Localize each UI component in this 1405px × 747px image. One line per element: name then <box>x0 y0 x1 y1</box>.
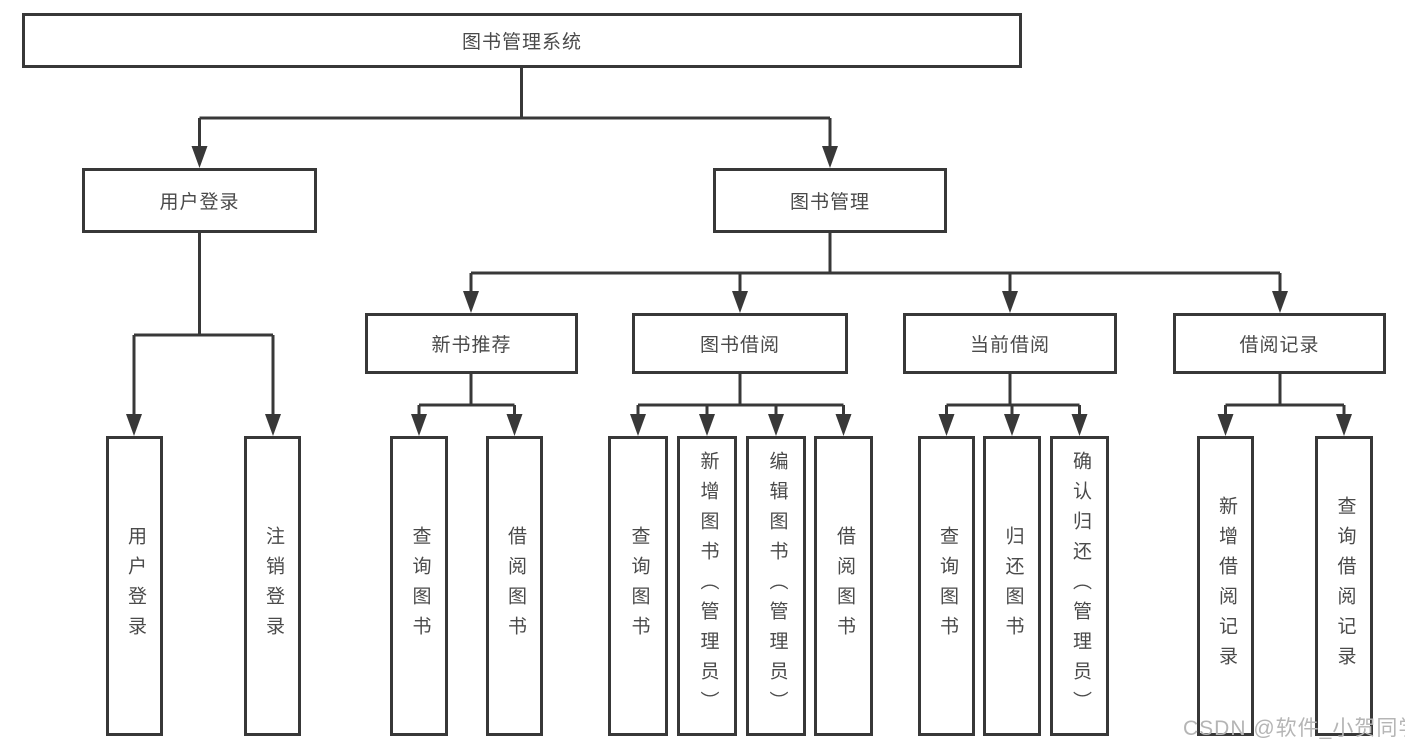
node-label: 查询图书 <box>936 526 958 646</box>
node-label: 用户登录 <box>124 526 146 646</box>
node-library-system: 图书管理系统 <box>22 13 1022 68</box>
node-label: 确认归还（管理员） <box>1069 451 1091 721</box>
leaf-query-books-borrowing: 查询图书 <box>608 436 668 736</box>
node-label: 借阅图书 <box>504 526 526 646</box>
leaf-query-borrow-record: 查询借阅记录 <box>1315 436 1373 736</box>
node-label: 借阅记录 <box>1239 335 1320 356</box>
node-user-login: 用户登录 <box>82 168 317 233</box>
node-label: 查询图书 <box>409 526 431 646</box>
node-label: 当前借阅 <box>969 335 1050 356</box>
node-label: 借阅图书 <box>833 526 855 646</box>
node-label: 用户登录 <box>159 192 240 213</box>
node-label: 图书管理 <box>789 192 870 213</box>
node-label: 新增借阅记录 <box>1215 496 1237 676</box>
leaf-borrow-books-borrowing: 借阅图书 <box>814 436 873 736</box>
node-label: 注销登录 <box>262 526 284 646</box>
leaf-query-books-recommend: 查询图书 <box>390 436 448 736</box>
leaf-add-borrow-record: 新增借阅记录 <box>1197 436 1254 736</box>
csdn-watermark: CSDN @软件_小贺同学 <box>1183 717 1405 740</box>
node-label: 编辑图书（管理员） <box>766 451 788 721</box>
leaf-add-books-admin: 新增图书（管理员） <box>677 436 737 736</box>
node-label: 查询借阅记录 <box>1334 496 1356 676</box>
leaf-borrow-books-recommend: 借阅图书 <box>486 436 543 736</box>
leaf-logout: 注销登录 <box>244 436 301 736</box>
node-label: 归还图书 <box>1002 526 1024 646</box>
node-book-management: 图书管理 <box>713 168 947 233</box>
node-label: 新书推荐 <box>431 335 512 356</box>
node-label: 查询图书 <box>628 526 650 646</box>
leaf-query-books-current: 查询图书 <box>918 436 975 736</box>
node-current-borrowing: 当前借阅 <box>903 313 1117 374</box>
node-label: 图书管理系统 <box>461 32 582 53</box>
node-new-book-recommend: 新书推荐 <box>365 313 578 374</box>
leaf-user-login: 用户登录 <box>106 436 163 736</box>
leaf-confirm-return-admin: 确认归还（管理员） <box>1050 436 1109 736</box>
node-label: 新增图书（管理员） <box>697 451 719 721</box>
leaf-edit-books-admin: 编辑图书（管理员） <box>746 436 806 736</box>
node-book-borrowing: 图书借阅 <box>632 313 848 374</box>
leaf-return-books: 归还图书 <box>983 436 1041 736</box>
node-borrowing-records: 借阅记录 <box>1173 313 1386 374</box>
node-label: 图书借阅 <box>699 335 780 356</box>
